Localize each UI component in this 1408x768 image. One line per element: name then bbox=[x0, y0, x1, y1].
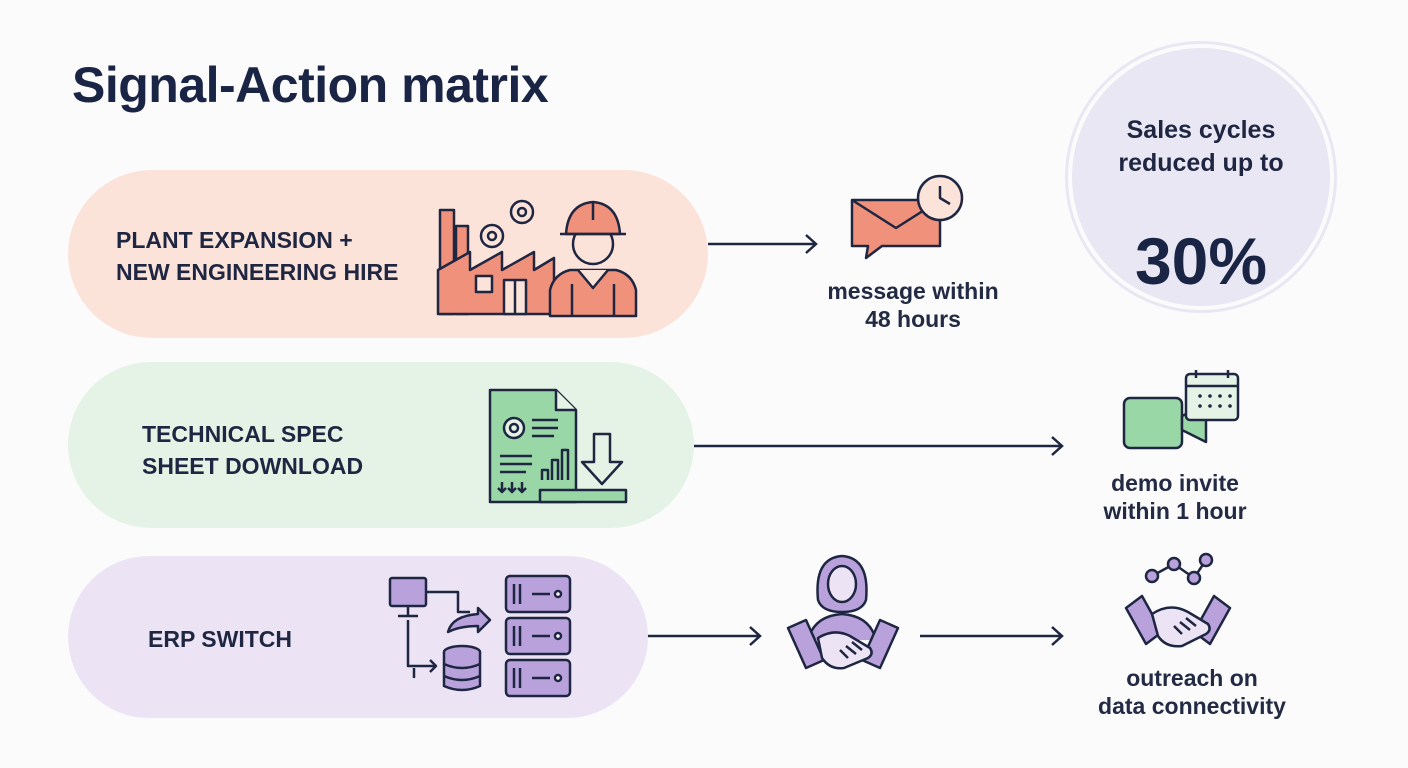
factory-worker-icon bbox=[436, 199, 638, 318]
signal-label-plant-expansion: PLANT EXPANSION + NEW ENGINEERING HIRE bbox=[116, 227, 399, 285]
stat-caption: Sales cycles reduced up to bbox=[1118, 116, 1284, 177]
erp-data-migration-icon bbox=[388, 574, 572, 698]
message-clock-icon bbox=[850, 174, 964, 260]
signal-label-erp-switch: ERP SWITCH bbox=[148, 626, 292, 652]
signal-label-spec-download: TECHNICAL SPEC SHEET DOWNLOAD bbox=[142, 421, 364, 479]
spec-sheet-download-icon bbox=[488, 388, 628, 504]
stat-value: 30% bbox=[1134, 224, 1268, 298]
handshake-network-icon bbox=[1124, 552, 1232, 648]
stat-circle: Sales cycles reduced up to 30% bbox=[1072, 48, 1330, 306]
action-label-demo-invite: demo invite within 1 hour bbox=[1103, 470, 1247, 524]
action-label-message: message within 48 hours bbox=[827, 278, 999, 332]
arrow-signal-1 bbox=[708, 234, 818, 254]
arrow-signal-3 bbox=[648, 626, 762, 646]
person-handshake-icon bbox=[786, 554, 900, 670]
arrow-signal-2 bbox=[694, 436, 1064, 456]
arrow-intermediate-3 bbox=[920, 626, 1064, 646]
page-title: Signal-Action matrix bbox=[72, 57, 549, 113]
video-calendar-icon bbox=[1122, 370, 1240, 450]
action-label-outreach: outreach on data connectivity bbox=[1098, 665, 1286, 719]
